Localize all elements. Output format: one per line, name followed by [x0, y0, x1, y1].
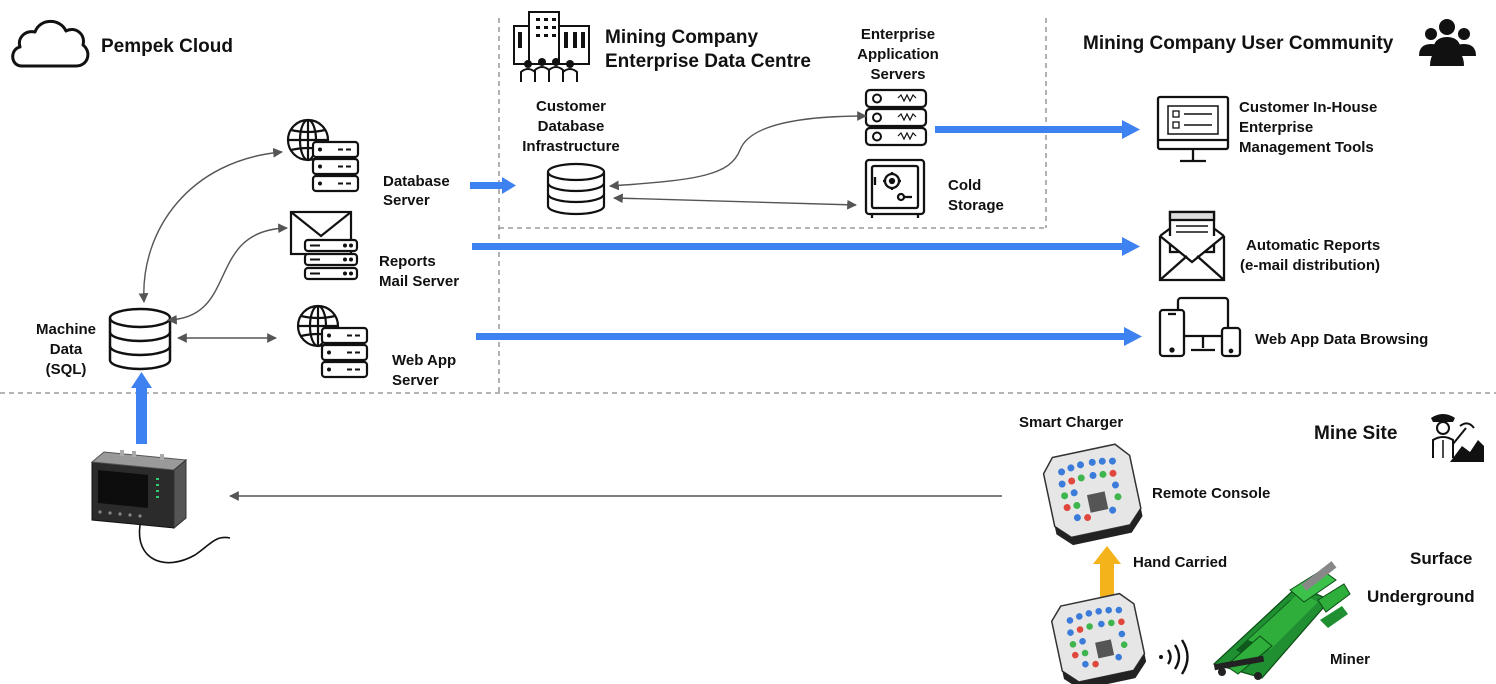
label-surface: Surface — [1410, 549, 1473, 568]
miner-worker-icon — [1431, 414, 1484, 462]
label-machine-data-line3: (SQL) — [45, 361, 87, 378]
region-title-mine-site: Mine Site — [1314, 423, 1398, 444]
reports-mail-server-icon — [289, 210, 359, 281]
office-building-icon — [513, 11, 590, 82]
label-mail-server-line2: Mail Server — [379, 273, 460, 290]
label-web-app-server-line2: Server — [392, 372, 439, 389]
label-smart-charger: Smart Charger — [1019, 414, 1124, 431]
region-title-datacentre-line1: Mining Company — [605, 27, 759, 48]
label-remote-console: Remote Console — [1152, 485, 1271, 502]
label-database-server-line1: Database — [383, 173, 450, 190]
web-app-server-icon — [296, 304, 369, 379]
connector-machine-to-database-server — [138, 147, 283, 303]
devices-icon — [1158, 296, 1242, 358]
label-auto-reports-line2: (e-mail distribution) — [1240, 257, 1380, 274]
hand-carried-arrow — [1093, 546, 1121, 599]
label-underground: Underground — [1367, 587, 1475, 606]
wireless-icon — [1159, 639, 1189, 675]
connector-machine-to-mail-server — [167, 223, 288, 325]
label-app-servers-line2: Application — [857, 46, 939, 63]
blue-flow-arrows — [131, 120, 1142, 444]
arrow-mail-to-reports — [472, 237, 1140, 256]
label-miner: Miner — [1330, 651, 1371, 668]
connector-customerdb-to-cold-storage — [613, 193, 857, 210]
remote-console-underground-icon — [1050, 592, 1147, 684]
label-in-house-tools-line2: Enterprise — [1239, 119, 1314, 136]
label-cold-storage-line1: Cold — [948, 177, 982, 194]
cold-storage-safe-icon — [864, 158, 926, 218]
monitor-icon — [1156, 95, 1230, 163]
people-icon — [1419, 19, 1476, 66]
display-unit-icon — [90, 450, 231, 564]
label-in-house-tools-line1: Customer In-House — [1239, 99, 1378, 116]
connector-lines — [138, 111, 1002, 501]
label-hand-carried: Hand Carried — [1133, 554, 1228, 571]
label-customer-db-line1: Customer — [535, 98, 606, 115]
region-dividers — [0, 18, 1496, 394]
label-machine-data-line1: Machine — [35, 321, 96, 338]
label-web-browsing: Web App Data Browsing — [1255, 331, 1429, 348]
arrow-webapp-to-browsing — [476, 327, 1142, 346]
label-customer-db-line2: Database — [537, 118, 605, 135]
envelope-document-icon — [1158, 210, 1226, 282]
database-server-icon — [286, 118, 360, 193]
region-title-datacentre-line2: Enterprise Data Centre — [605, 51, 811, 72]
label-mail-server-line1: Reports — [379, 253, 436, 270]
cloud-icon — [11, 19, 90, 68]
region-title-user-community: Mining Company User Community — [1083, 33, 1394, 54]
label-customer-db-line3: Infrastructure — [522, 138, 620, 155]
label-in-house-tools-line3: Management Tools — [1239, 139, 1374, 156]
label-cold-storage-line2: Storage — [948, 197, 1004, 214]
label-web-app-server-line1: Web App — [392, 352, 457, 369]
mining-vehicle-icon — [1212, 561, 1351, 680]
app-servers-icon — [864, 88, 928, 147]
label-app-servers-line1: Enterprise — [860, 26, 936, 43]
connector-customerdb-to-app-servers — [609, 111, 867, 191]
region-title-cloud: Pempek Cloud — [101, 36, 233, 57]
arrow-display-to-machine-data — [131, 372, 152, 444]
label-app-servers-line3: Servers — [870, 66, 926, 83]
label-auto-reports-line1: Automatic Reports — [1246, 237, 1381, 254]
arrow-app-servers-to-tools — [935, 120, 1140, 139]
label-machine-data-line2: Data — [49, 341, 83, 358]
arrow-dbserver-to-customer-db — [470, 177, 516, 194]
remote-console-icon — [1042, 443, 1143, 546]
label-database-server-line2: Server — [383, 192, 430, 209]
machine-data-database-icon — [108, 307, 172, 371]
customer-database-icon — [546, 162, 606, 216]
